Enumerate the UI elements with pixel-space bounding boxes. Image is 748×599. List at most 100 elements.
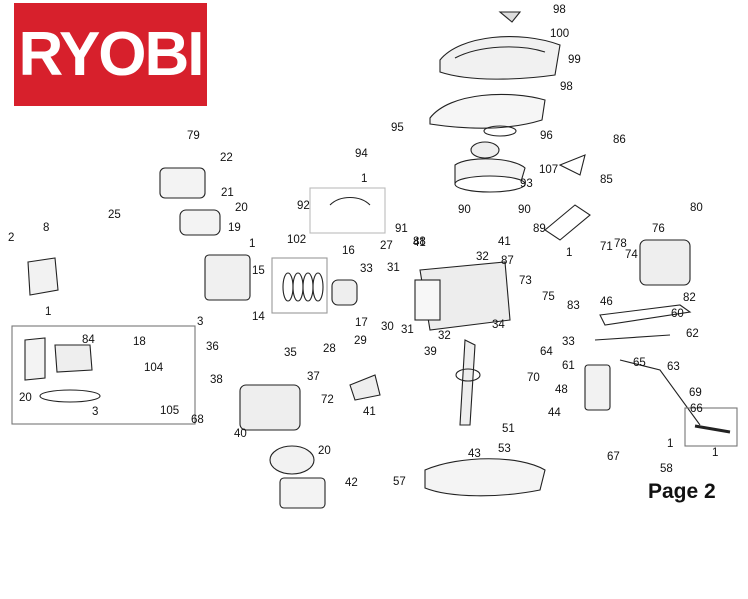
part-number-label: 91 — [395, 223, 408, 235]
part-number-label: 69 — [689, 387, 702, 399]
part-number-label: 25 — [108, 209, 121, 221]
part-number-label: 105 — [160, 405, 179, 417]
part-number-label: 87 — [501, 255, 514, 267]
part-number-label: 72 — [321, 394, 334, 406]
part-number-label: 51 — [502, 423, 515, 435]
part-number-label: 37 — [307, 371, 320, 383]
part-number-label: 95 — [391, 122, 404, 134]
part-number-label: 84 — [82, 334, 95, 346]
part-number-label: 1 — [361, 173, 367, 185]
part-number-label: 44 — [548, 407, 561, 419]
part-number-label: 80 — [690, 202, 703, 214]
part-number-label: 64 — [540, 346, 553, 358]
part-number-label: 92 — [297, 200, 310, 212]
part-number-label: 100 — [550, 28, 569, 40]
part-number-label: 1 — [667, 438, 673, 450]
part-number-label: 82 — [683, 292, 696, 304]
part-number-label: 46 — [600, 296, 613, 308]
part-number-label: 1 — [249, 238, 255, 250]
part-number-label: 1 — [45, 306, 51, 318]
part-number-label: 8 — [43, 222, 49, 234]
part-number-label: 90 — [458, 204, 471, 216]
part-number-label: 90 — [518, 204, 531, 216]
part-number-label: 35 — [284, 347, 297, 359]
part-number-label: 41 — [498, 236, 511, 248]
part-number-label: 16 — [342, 245, 355, 257]
part-number-label: 70 — [527, 372, 540, 384]
part-number-label: 75 — [542, 291, 555, 303]
part-number-label: 15 — [252, 265, 265, 277]
part-number-label: 48 — [555, 384, 568, 396]
part-number-label: 22 — [220, 152, 233, 164]
part-number-label: 53 — [498, 443, 511, 455]
brand-name: RYOBI — [18, 20, 204, 89]
part-number-label: 33 — [360, 263, 373, 275]
part-number-label: 31 — [387, 262, 400, 274]
part-number-label: 20 — [318, 445, 331, 457]
part-number-label: 29 — [354, 335, 367, 347]
part-number-label: 98 — [553, 4, 566, 16]
part-number-label: 58 — [660, 463, 673, 475]
part-number-label: 41 — [363, 406, 376, 418]
part-number-label: 73 — [519, 275, 532, 287]
part-number-label: 83 — [567, 300, 580, 312]
part-number-label: 74 — [625, 249, 638, 261]
part-number-label: 3 — [197, 316, 203, 328]
part-number-label: 20 — [235, 202, 248, 214]
part-number-label: 19 — [228, 222, 241, 234]
part-number-label: 79 — [187, 130, 200, 142]
part-number-label: 38 — [210, 374, 223, 386]
part-number-label: 42 — [345, 477, 358, 489]
part-number-label: 21 — [221, 187, 234, 199]
part-number-label: 20 — [19, 392, 32, 404]
part-number-label: 89 — [533, 223, 546, 235]
part-number-label: 102 — [287, 234, 306, 246]
part-number-label: 32 — [438, 330, 451, 342]
part-number-label: 60 — [671, 308, 684, 320]
part-number-label: 39 — [424, 346, 437, 358]
part-number-label: 32 — [476, 251, 489, 263]
part-number-label: 68 — [191, 414, 204, 426]
part-number-label: 61 — [562, 360, 575, 372]
part-drawings — [11, 11, 738, 509]
part-number-label: 106 — [0, 0, 19, 3]
part-number-label: 62 — [686, 328, 699, 340]
part-number-label: 30 — [381, 321, 394, 333]
page-label: Page 2 — [648, 480, 716, 503]
part-number-label: 1 — [712, 447, 718, 459]
part-number-label: 33 — [562, 336, 575, 348]
part-number-label: 3 — [92, 406, 98, 418]
part-number-label: 88 — [413, 236, 426, 248]
part-number-label: 99 — [568, 54, 581, 66]
part-number-label: 27 — [380, 240, 393, 252]
part-number-label: 36 — [206, 341, 219, 353]
part-number-label: 107 — [539, 164, 558, 176]
part-number-label: 86 — [613, 134, 626, 146]
part-number-label: 85 — [600, 174, 613, 186]
part-number-label: 67 — [607, 451, 620, 463]
part-number-label: 28 — [323, 343, 336, 355]
part-number-label: 1 — [566, 247, 572, 259]
part-number-label: 63 — [667, 361, 680, 373]
part-number-label: 71 — [600, 241, 613, 253]
part-number-label: 78 — [614, 238, 627, 250]
part-number-label: 93 — [520, 178, 533, 190]
part-number-label: 40 — [234, 428, 247, 440]
part-number-label: 66 — [690, 403, 703, 415]
part-number-label: 76 — [652, 223, 665, 235]
part-number-label: 31 — [401, 324, 414, 336]
part-number-label: 18 — [133, 336, 146, 348]
part-number-label: 94 — [355, 148, 368, 160]
part-number-label: 98 — [560, 81, 573, 93]
part-number-label: 65 — [633, 357, 646, 369]
part-number-label: 104 — [144, 362, 164, 374]
part-number-label: 41 — [413, 237, 426, 249]
part-number-label: 34 — [492, 319, 505, 331]
part-number-label: 14 — [252, 311, 265, 323]
part-number-label: 43 — [468, 448, 481, 460]
ryobi-logo: RYOBI — [14, 3, 207, 106]
part-number-label: 57 — [393, 476, 406, 488]
part-number-label: 2 — [8, 232, 14, 244]
